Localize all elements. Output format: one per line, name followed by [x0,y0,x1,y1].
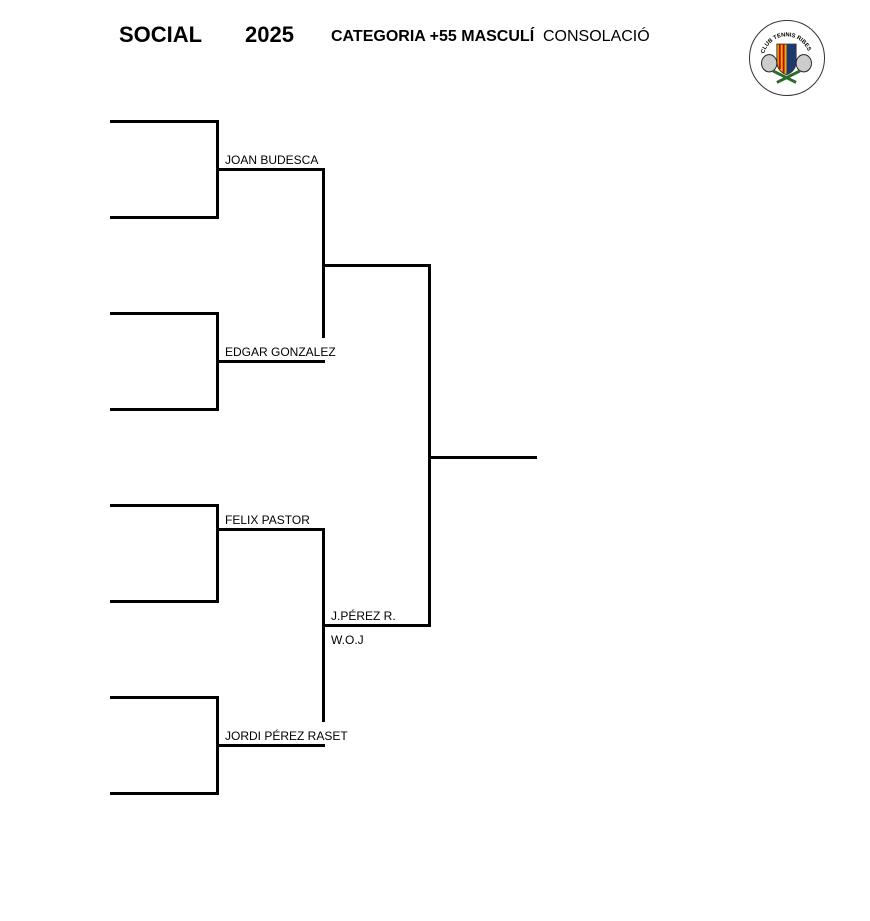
player-name: FELIX PASTOR [225,513,310,527]
semifinal-note: W.O.J [331,633,364,647]
category: CATEGORIA +55 MASCULÍ [331,28,535,45]
year: 2025 [245,22,294,47]
club-logo: CLUB TENNIS RIBES [749,20,825,96]
player-name: JOAN BUDESCA [225,153,319,167]
page-title: SOCIAL [119,22,203,47]
draw-type: CONSOLACIÓ [543,28,650,45]
semifinal-winner: J.PÉREZ R. [331,609,396,623]
player-name: EDGAR GONZALEZ [225,345,336,359]
player-name: JORDI PÉREZ RASET [225,729,348,743]
